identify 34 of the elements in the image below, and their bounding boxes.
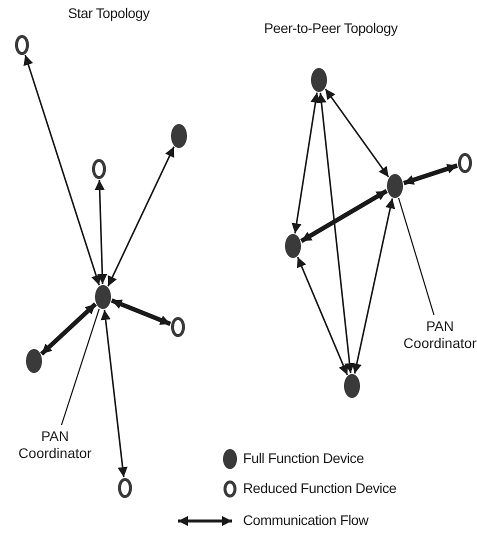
heading: Peer-to-Peer Topology bbox=[264, 20, 398, 37]
leader-line bbox=[60, 308, 100, 426]
double-arrow bbox=[110, 298, 172, 326]
full-function-device bbox=[26, 349, 42, 373]
node-label: PAN Coordinator bbox=[14, 425, 96, 465]
double-arrow bbox=[292, 92, 320, 234]
full-function-device bbox=[285, 234, 301, 258]
double-arrow bbox=[352, 198, 396, 374]
full-function-device bbox=[387, 174, 403, 198]
reduced-function-device bbox=[92, 159, 106, 179]
full-function-device bbox=[344, 374, 360, 398]
heading: Star Topology bbox=[68, 5, 150, 22]
double-arrow bbox=[100, 310, 128, 478]
double-arrow bbox=[300, 188, 388, 244]
node-label: PAN Coordinator bbox=[399, 315, 477, 355]
legend-label: Communication Flow bbox=[243, 512, 368, 529]
full-function-device bbox=[95, 285, 111, 309]
full-function-device bbox=[311, 68, 327, 92]
double-arrow bbox=[94, 180, 108, 284]
legend-label: Reduced Function Device bbox=[243, 480, 396, 497]
double-arrow bbox=[403, 163, 458, 186]
reduced-function-device bbox=[171, 317, 185, 337]
double-arrow bbox=[316, 92, 355, 374]
reduced-function-device bbox=[118, 478, 132, 498]
double-arrow bbox=[296, 256, 348, 376]
double-arrow bbox=[40, 302, 97, 356]
legend-label: Full Function Device bbox=[243, 450, 364, 467]
double-arrow bbox=[324, 88, 390, 178]
reduced-function-device bbox=[458, 153, 472, 173]
full-function-device bbox=[171, 124, 187, 148]
leader-line bbox=[398, 198, 435, 316]
double-arrow bbox=[107, 146, 175, 287]
reduced-function-device bbox=[15, 35, 29, 55]
double-arrow bbox=[24, 54, 101, 286]
